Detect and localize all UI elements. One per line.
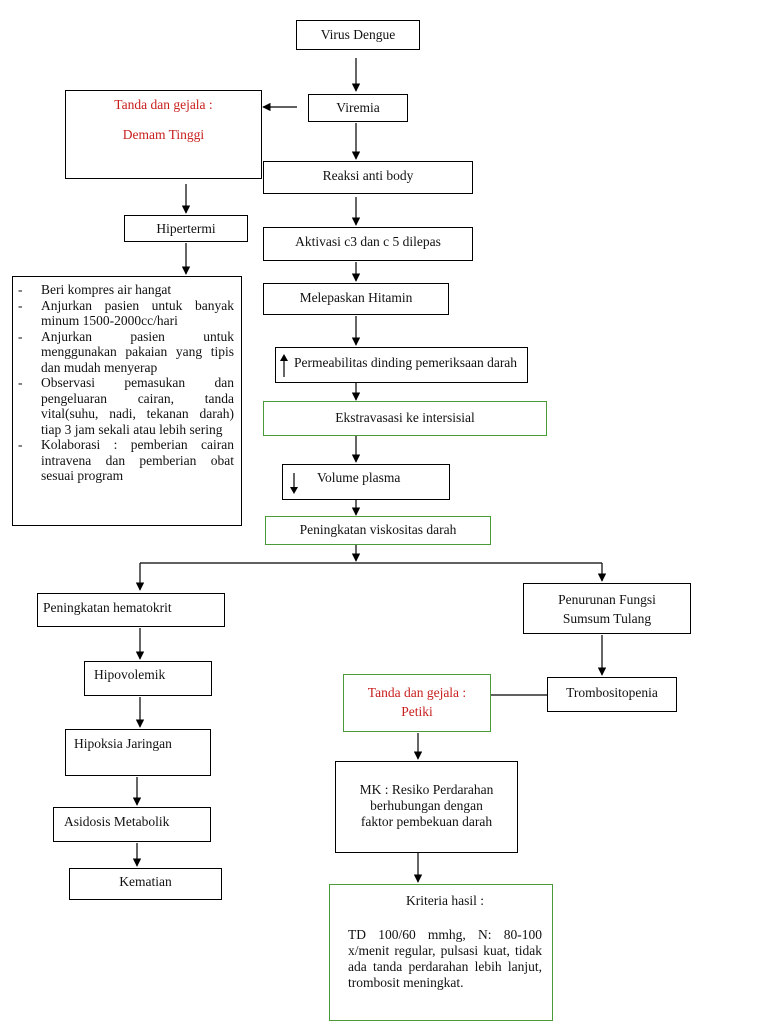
kriteria-body: TD 100/60 mmhg, N: 80-100 x/menit regula… <box>348 927 542 990</box>
node-permeabilitas: Permeabilitas dinding pemeriksaan darah <box>275 347 528 383</box>
node-volume-plasma: Volume plasma <box>282 464 450 500</box>
intervention-item: Kolaborasi : pemberian cairan intravena … <box>15 437 234 484</box>
node-asidosis: Asidosis Metabolik <box>53 807 211 842</box>
node-viskositas: Peningkatan viskositas darah <box>265 516 491 545</box>
node-reaksi-anti-body: Reaksi anti body <box>263 161 473 194</box>
intervention-list: Beri kompres air hangat Anjurkan pasien … <box>15 282 234 484</box>
intervention-item: Observasi pemasukan dan pengeluaran cair… <box>15 375 234 437</box>
node-mk-resiko: MK : Resiko Perdarahan berhubungan denga… <box>335 761 518 853</box>
node-hipoksia: Hipoksia Jaringan <box>65 729 211 776</box>
tanda-title: Tanda dan gejala : <box>114 97 213 112</box>
node-virus-dengue: Virus Dengue <box>296 20 420 50</box>
node-hipovolemik: Hipovolemik <box>84 661 212 696</box>
node-kriteria-hasil: Kriteria hasil : TD 100/60 mmhg, N: 80-1… <box>329 884 553 1021</box>
arrow-up-icon <box>280 354 288 377</box>
node-tanda-gejala-petiki: Tanda dan gejala : Petiki <box>343 674 491 732</box>
kriteria-title: Kriteria hasil : <box>406 893 484 908</box>
node-viremia: Viremia <box>308 94 408 122</box>
node-tanda-gejala-demam: Tanda dan gejala : Demam Tinggi <box>65 90 262 179</box>
intervention-item: Anjurkan pasien untuk banyak minum 1500-… <box>15 298 234 329</box>
arrow-down-icon <box>290 473 298 494</box>
node-penurunan-fungsi: Penurunan Fungsi Sumsum Tulang <box>523 583 691 634</box>
tanda-value: Demam Tinggi <box>122 127 205 143</box>
intervention-item: Anjurkan pasien untuk menggunakan pakaia… <box>15 329 234 376</box>
node-hipertermi: Hipertermi <box>124 215 248 242</box>
node-ekstravasasi: Ekstravasasi ke intersisial <box>263 401 547 436</box>
node-kematian: Kematian <box>69 868 222 900</box>
intervention-item: Beri kompres air hangat <box>15 282 234 298</box>
node-aktivasi: Aktivasi c3 dan c 5 dilepas <box>263 227 473 261</box>
node-melepaskan-hitamin: Melepaskan Hitamin <box>263 283 449 315</box>
node-trombositopenia: Trombositopenia <box>547 677 677 712</box>
node-hematokrit: Peningkatan hematokrit <box>37 593 225 627</box>
intervention-list-box: Beri kompres air hangat Anjurkan pasien … <box>12 276 242 526</box>
